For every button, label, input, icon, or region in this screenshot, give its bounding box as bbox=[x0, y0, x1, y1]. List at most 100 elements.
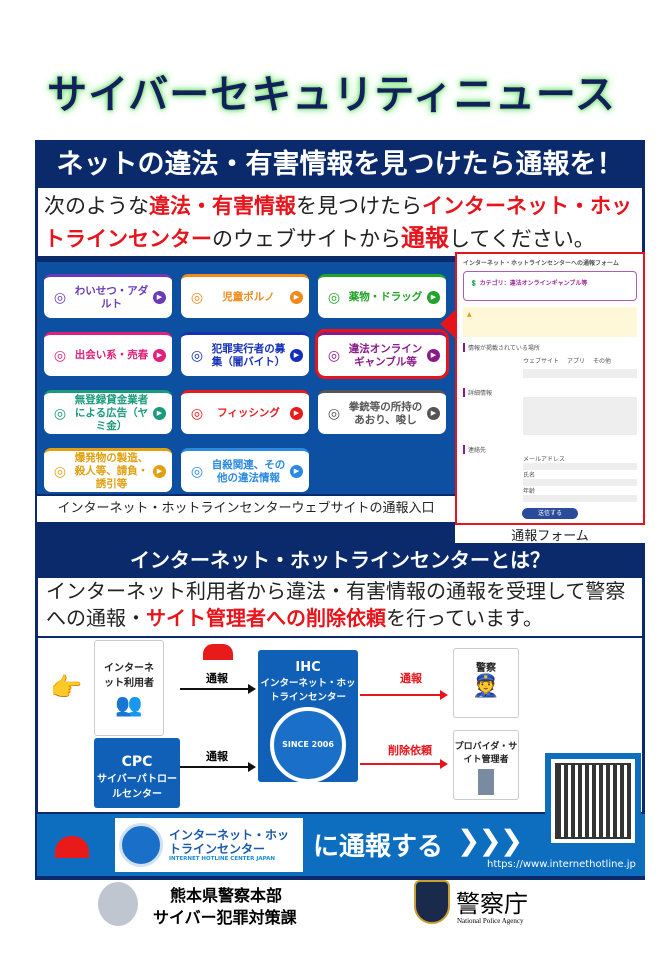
gambling-icon: 💲 bbox=[470, 280, 478, 287]
gun-icon: ◎ bbox=[327, 405, 341, 422]
category-label: 無登録貸金業者による広告（ヤミ金） bbox=[74, 394, 149, 432]
npa-emblem bbox=[414, 880, 450, 924]
people-icon: 👥 bbox=[115, 693, 143, 718]
url-input[interactable] bbox=[523, 369, 637, 378]
arrow-right-icon[interactable]: ▶ bbox=[290, 465, 303, 478]
arrow-right-icon[interactable]: ▶ bbox=[153, 349, 166, 362]
arrow-right-icon[interactable]: ▶ bbox=[290, 349, 303, 362]
field-label: メールアドレス bbox=[523, 456, 566, 463]
details-textarea[interactable] bbox=[523, 397, 637, 435]
arrow bbox=[360, 759, 448, 769]
report-label: 通報 bbox=[206, 672, 228, 685]
form-warning: ▲ bbox=[463, 307, 637, 337]
category-label: 拳銃等の所持のあおり、唆し bbox=[348, 400, 423, 426]
qr-code[interactable] bbox=[551, 759, 635, 843]
arrow-right-icon[interactable]: ▶ bbox=[153, 291, 166, 304]
category-label: フィッシング bbox=[217, 407, 280, 419]
hands-icon: ◎ bbox=[53, 289, 67, 306]
field-label: 年齢 bbox=[523, 488, 536, 495]
provider-box: プロバイダ・サイト管理者 bbox=[453, 730, 519, 800]
category-label: 違法オンラインギャンブル等 bbox=[348, 342, 423, 368]
intro-text: 次のような違法・有害情報を見つけたらインターネット・ホットラインセンターのウェブ… bbox=[38, 188, 642, 256]
age-input[interactable] bbox=[523, 495, 637, 502]
arrow-right-icon[interactable]: ▶ bbox=[290, 407, 303, 420]
category-card[interactable]: ◎ 出会い系・売春 ▶ bbox=[44, 332, 172, 376]
about-heading: インターネット・ホットラインセンターとは？ bbox=[42, 544, 638, 576]
arrow bbox=[180, 684, 256, 694]
category-card[interactable]: ◎ 薬物・ドラッグ ▶ bbox=[318, 274, 446, 318]
form-category-box: 💲 カテゴリ：違法オンラインギャンブル等 bbox=[463, 271, 637, 301]
name-input[interactable] bbox=[523, 479, 637, 486]
category-label: 薬物・ドラッグ bbox=[348, 291, 423, 303]
category-card[interactable]: ◎児童ポルノ▶ bbox=[181, 274, 309, 318]
ihc-label: インターネット・ホットラインセンター bbox=[260, 678, 356, 703]
category-card[interactable]: ◎爆発物の製造、殺人等、請負・誘引等▶ bbox=[44, 448, 172, 492]
grid-caption: インターネット・ホットラインセンターウェブサイトの通報入口 bbox=[37, 496, 455, 522]
category-card[interactable]: ◎ フィッシング ▶ bbox=[181, 390, 309, 434]
gambling-icon: ◎ bbox=[327, 347, 341, 364]
page-title: サイバーセキュリティニュース bbox=[47, 72, 616, 118]
ihc-seal-icon bbox=[119, 823, 163, 867]
category-card[interactable]: ◎犯罪実行者の募集（闇バイト）▶ bbox=[181, 332, 309, 376]
siren-icon bbox=[203, 644, 233, 660]
category-card[interactable]: ◎ 違法オンラインギャンブル等 ▶ bbox=[315, 329, 449, 379]
hearts-icon: ◎ bbox=[53, 347, 67, 364]
arrow-right-icon[interactable]: ▶ bbox=[427, 291, 440, 304]
url-text[interactable]: https://www.internethotline.jp bbox=[487, 859, 636, 870]
warning-icon: ▲ bbox=[467, 311, 472, 318]
category-card[interactable]: ◎ 拳銃等の所持のあおり、唆し ▶ bbox=[318, 390, 446, 434]
arrow-right-icon[interactable]: ▶ bbox=[153, 465, 166, 478]
building-icon bbox=[478, 769, 494, 795]
logo-english: INTERNET HOTLINE CENTER JAPAN bbox=[169, 856, 276, 862]
category-label: わいせつ・アダルト bbox=[74, 284, 149, 310]
submit-button[interactable]: 送信する bbox=[522, 508, 578, 519]
email-input[interactable] bbox=[523, 463, 637, 470]
form-title: インターネット・ホットラインセンターへの通報フォーム bbox=[463, 260, 619, 267]
about-text-part: を行っています。 bbox=[386, 606, 543, 630]
npa-english: National Police Agency bbox=[457, 917, 524, 925]
police-box: 警察👮 bbox=[453, 648, 519, 718]
form-section-contact: 連絡先 bbox=[463, 445, 637, 454]
radio-option[interactable]: その他 bbox=[593, 358, 612, 365]
user-label: インターネット利用者 bbox=[104, 663, 154, 689]
category-grid: ◎わいせつ・アダルト▶◎児童ポルノ▶◎薬物・ドラッグ▶◎出会い系・売春▶◎犯罪実… bbox=[37, 262, 455, 494]
arrow-right-icon[interactable]: ▶ bbox=[427, 349, 440, 362]
other-icon: ◎ bbox=[190, 463, 204, 480]
category-card[interactable]: ◎無登録貸金業者による広告（ヤミ金）▶ bbox=[44, 390, 172, 434]
intro-text-part: 次のような bbox=[44, 194, 149, 218]
drug-icon: ◎ bbox=[327, 289, 341, 306]
category-card[interactable]: ◎ わいせつ・アダルト ▶ bbox=[44, 274, 172, 318]
category-card[interactable]: ◎ 自殺関連、その他の違法情報 ▶ bbox=[181, 448, 309, 492]
report-label: 通報 bbox=[206, 750, 228, 763]
chevrons-icon: ❯❯❯ bbox=[457, 824, 523, 857]
category-label: 出会い系・売春 bbox=[74, 349, 149, 361]
recruiter-icon: ◎ bbox=[190, 347, 204, 364]
npa-name: 警察庁 bbox=[456, 890, 528, 918]
ihc-seal-logo: SINCE 2006 bbox=[270, 707, 346, 783]
siren-icon bbox=[55, 836, 89, 858]
qr-code-panel[interactable] bbox=[545, 753, 641, 853]
radio-option[interactable]: アプリ bbox=[567, 358, 586, 365]
report-label: 通報 bbox=[400, 672, 422, 685]
cpc-label: サイバーパトロールセンター bbox=[97, 774, 177, 800]
cta-text: に通報する bbox=[313, 832, 444, 862]
intro-text-part: を見つけたら bbox=[296, 194, 422, 218]
children-icon: ◎ bbox=[190, 289, 204, 306]
category-label: 自殺関連、その他の違法情報 bbox=[211, 458, 286, 484]
ihc-box: IHC インターネット・ホットラインセンター SINCE 2006 bbox=[258, 650, 358, 783]
about-text: インターネット利用者から違法・有害情報の通報を受理して警察への通報・サイト管理者… bbox=[38, 578, 642, 636]
provider-label: プロバイダ・サイト管理者 bbox=[454, 742, 518, 765]
org-division: サイバー犯罪対策課 bbox=[153, 908, 297, 927]
radio-option[interactable]: ウェブサイト bbox=[523, 358, 560, 365]
arrow-right-icon[interactable]: ▶ bbox=[153, 407, 166, 420]
user-box: インターネット利用者 👥 bbox=[94, 640, 164, 736]
arrow-right-icon[interactable]: ▶ bbox=[290, 291, 303, 304]
ihc-abbr: IHC bbox=[295, 660, 321, 675]
arrow-right-icon[interactable]: ▶ bbox=[427, 407, 440, 420]
phishing-icon: ◎ bbox=[190, 405, 204, 422]
about-highlight: サイト管理者への削除依頼 bbox=[146, 606, 386, 630]
